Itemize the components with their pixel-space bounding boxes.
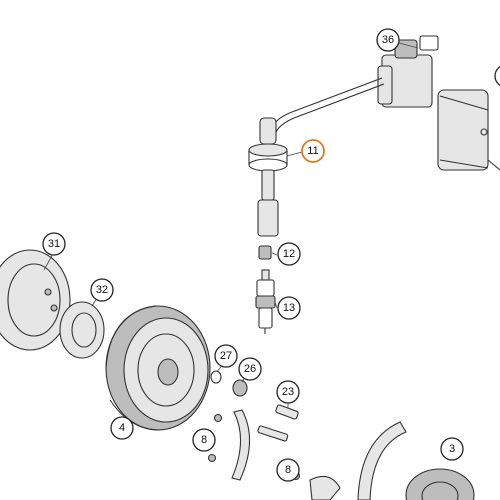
svg-text:31: 31 — [48, 238, 60, 250]
callout-3: 3 — [440, 437, 464, 461]
svg-text:11: 11 — [307, 145, 318, 157]
callout-27: 27 — [214, 344, 238, 368]
seal-ring — [59, 301, 105, 359]
flywheel-nut — [210, 370, 248, 397]
callout-36: 36 — [376, 28, 400, 52]
plug-terminal-nut — [258, 245, 272, 260]
callout-2-partial: 2 — [494, 66, 500, 86]
svg-text:8: 8 — [285, 464, 291, 476]
stator-cover-ring — [0, 249, 71, 351]
svg-text:3: 3 — [449, 443, 455, 455]
mounting-bolts — [257, 404, 299, 442]
callout-8-left: 8 — [192, 428, 216, 452]
svg-text:4: 4 — [119, 422, 125, 434]
stator — [405, 468, 475, 500]
svg-text:12: 12 — [283, 248, 295, 260]
callout-23: 23 — [276, 380, 300, 404]
svg-text:23: 23 — [282, 386, 294, 398]
callout-4: 4 — [110, 416, 134, 440]
svg-text:26: 26 — [244, 363, 256, 375]
callout-13: 13 — [277, 296, 301, 320]
callout-11-highlighted: 11 — [301, 139, 325, 163]
svg-text:27: 27 — [220, 350, 232, 362]
ignition-coil — [377, 35, 500, 171]
callout-12: 12 — [277, 242, 301, 266]
callout-26: 26 — [238, 357, 262, 381]
callout-8-right: 8 — [276, 458, 300, 482]
callout-31: 31 — [42, 232, 66, 256]
spark-plug-connector — [248, 117, 288, 237]
svg-text:32: 32 — [96, 284, 108, 296]
callout-32: 32 — [90, 278, 114, 302]
svg-text:8: 8 — [201, 434, 207, 446]
flywheel — [105, 305, 211, 431]
svg-text:13: 13 — [283, 302, 295, 314]
stator-cable — [309, 421, 407, 500]
pulse-generator-bracket — [231, 409, 251, 481]
ht-cable — [271, 77, 385, 133]
svg-text:36: 36 — [382, 34, 394, 46]
spark-plug — [255, 269, 276, 334]
